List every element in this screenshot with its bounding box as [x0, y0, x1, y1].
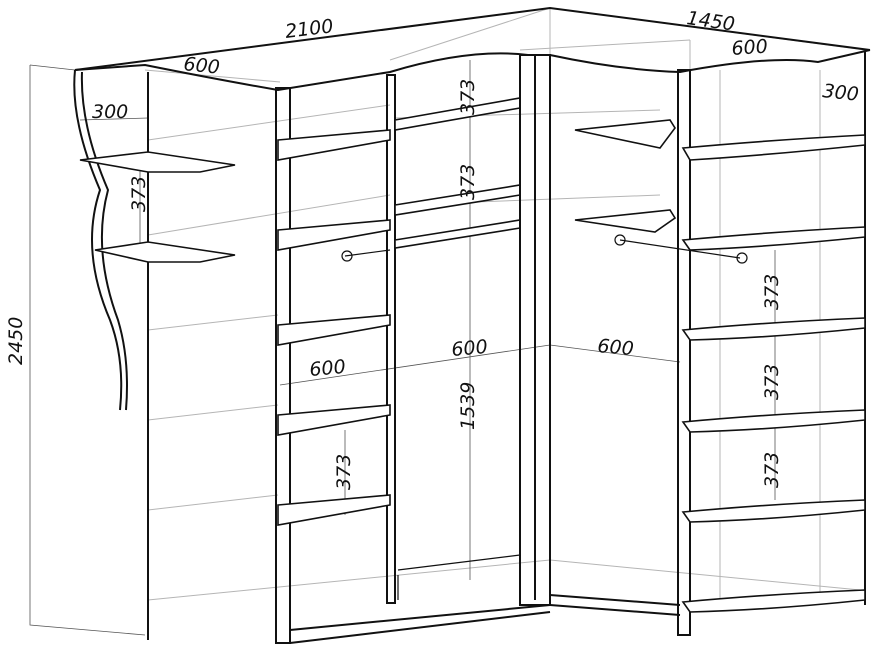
dim-depth-middle: 600: [451, 336, 489, 361]
middle-section: [341, 54, 551, 606]
dim-shelf-spacing-right-2: 373: [761, 364, 783, 400]
dim-total-width-left: 2100: [284, 15, 335, 43]
dim-shelf-depth-left: 300: [92, 101, 128, 123]
dim-shelf-spacing-left-end: 373: [128, 176, 150, 212]
left-end-shelf-1: [79, 151, 236, 173]
left-end-panel: [73, 69, 236, 640]
dim-shelf-spacing-right-1: 373: [761, 274, 783, 310]
left-end-shelf-2: [94, 241, 236, 263]
dim-shelf-spacing-middle-second: 373: [457, 164, 479, 200]
dimension-labels: 2100 1450 600 600 300 300 2450 373 373 3…: [5, 7, 860, 490]
left-module: [275, 74, 551, 644]
dim-shelf-depth-right: 300: [821, 80, 859, 106]
dim-shelf-spacing-left-module: 373: [333, 454, 355, 490]
dim-total-width-right: 1450: [685, 7, 736, 36]
dim-depth-top-right: 600: [731, 36, 769, 60]
dimension-lines: [29, 60, 776, 636]
top-outline: [74, 6, 871, 92]
dim-height-total: 2450: [5, 317, 27, 365]
dim-shelf-spacing-middle-top: 373: [457, 79, 479, 115]
dim-depth-top-left: 600: [182, 53, 220, 79]
dim-depth-right-corner: 600: [597, 335, 635, 360]
dim-shelf-spacing-right-3: 373: [761, 452, 783, 488]
dim-depth-left-module: 600: [309, 356, 347, 381]
dim-hanging-height: 1539: [457, 382, 479, 430]
right-module: [549, 52, 866, 636]
